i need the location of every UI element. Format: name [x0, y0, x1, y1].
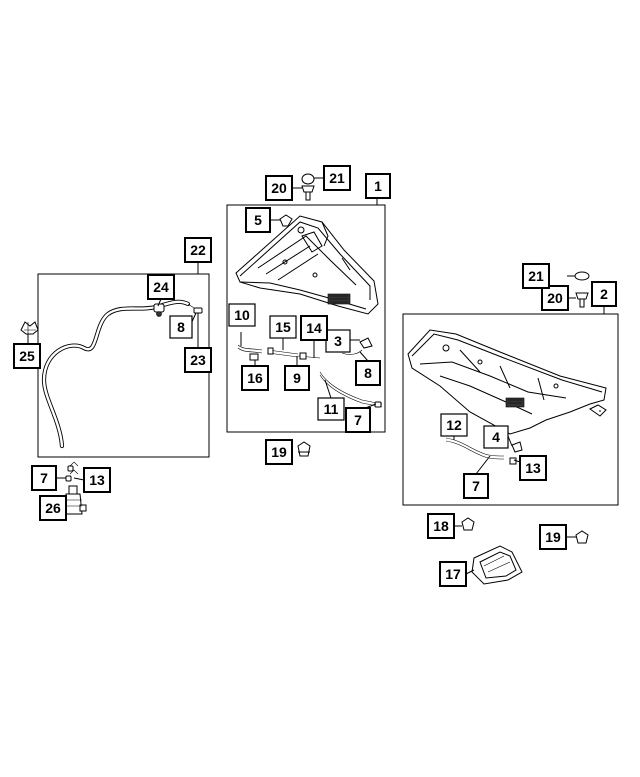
callout-23-label: 23: [190, 352, 206, 368]
hose-connector-small: [193, 307, 203, 314]
callout-13-right-label: 13: [525, 460, 541, 476]
callout-10-label: 10: [234, 307, 250, 323]
cap-21a: [301, 173, 315, 185]
callout-15: 15: [269, 315, 297, 339]
callout-2-label: 2: [600, 286, 608, 302]
callout-12: 12: [440, 413, 468, 437]
callout-16: 16: [241, 365, 269, 391]
callout-14: 14: [300, 315, 328, 341]
jet-4: [511, 441, 523, 453]
callout-25: 25: [13, 343, 41, 369]
callout-7-right: 7: [463, 473, 489, 499]
push-pin-19a: [297, 441, 311, 457]
retainer-clip-25: [20, 321, 39, 335]
callout-21-center-label: 21: [329, 170, 345, 186]
callout-1: 1: [365, 173, 391, 199]
callout-11-label: 11: [324, 401, 339, 417]
callout-21-right: 21: [522, 263, 550, 289]
push-pin-19b: [575, 530, 589, 544]
callout-25-label: 25: [19, 348, 35, 364]
hose-15: [267, 347, 299, 358]
callout-24: 24: [147, 274, 175, 300]
jet-3: [359, 337, 373, 349]
cowl-panel-left: [235, 215, 379, 315]
callout-13-right: 13: [519, 455, 547, 481]
callout-20-right-label: 20: [547, 290, 563, 306]
pump-seal: [69, 461, 79, 475]
callout-26: 26: [39, 495, 67, 521]
callout-2: 2: [591, 281, 617, 307]
callout-23: 23: [184, 347, 212, 373]
bolt-20b: [575, 292, 589, 308]
callout-21-center: 21: [323, 165, 351, 191]
callout-17: 17: [439, 561, 467, 587]
callout-16-label: 16: [247, 370, 263, 386]
pump-grommet: [65, 465, 74, 482]
nozzle-14: [297, 352, 321, 360]
seal-frame-17: [471, 545, 523, 585]
callout-18-label: 18: [433, 518, 449, 534]
callout-22: 22: [184, 237, 212, 263]
callout-7-left: 7: [31, 465, 57, 491]
hose-12: [445, 437, 505, 460]
callout-19-right-label: 19: [545, 529, 561, 545]
callout-7-left-label: 7: [40, 470, 48, 486]
connector-16: [249, 353, 259, 361]
callout-26-label: 26: [45, 500, 61, 516]
hose-11: [319, 371, 383, 408]
callout-7-right-label: 7: [472, 478, 480, 494]
callout-20-right: 20: [541, 285, 569, 311]
clip-6: [589, 404, 607, 417]
callout-18: 18: [427, 513, 455, 539]
callout-8-left-label: 8: [177, 319, 185, 335]
group-frame-right: [402, 313, 619, 506]
callout-5-label: 5: [254, 212, 262, 228]
callout-4-label: 4: [492, 429, 500, 445]
callout-20-center: 20: [265, 175, 293, 201]
group-frame-center: [226, 204, 386, 433]
callout-24-label: 24: [153, 279, 169, 295]
hose-clip: [153, 303, 165, 317]
callout-8-center: 8: [355, 360, 381, 386]
callout-17-label: 17: [445, 566, 461, 582]
connector-13b: [509, 457, 517, 465]
hose-10: [237, 344, 263, 354]
callout-11: 11: [317, 397, 345, 421]
callout-8-center-label: 8: [364, 365, 372, 381]
callout-4: 4: [483, 425, 509, 449]
callout-8-left: 8: [169, 315, 193, 339]
callout-21-right-label: 21: [528, 268, 544, 284]
callout-3-label: 3: [334, 333, 342, 349]
callout-19-right: 19: [539, 524, 567, 550]
callout-7-center: 7: [345, 407, 371, 433]
callout-12-label: 12: [446, 417, 462, 433]
callout-19-center-label: 19: [271, 444, 287, 460]
callout-14-label: 14: [306, 320, 322, 336]
callout-10: 10: [228, 303, 256, 327]
cap-21b: [574, 271, 590, 281]
callout-13-left: 13: [83, 467, 111, 493]
callout-9-label: 9: [293, 370, 301, 386]
push-pin-18: [461, 517, 475, 531]
callout-15-label: 15: [275, 319, 291, 335]
callout-7-center-label: 7: [354, 412, 362, 428]
callout-9: 9: [284, 365, 310, 391]
callout-3: 3: [325, 329, 351, 353]
callout-20-center-label: 20: [271, 180, 287, 196]
callout-13-left-label: 13: [89, 472, 105, 488]
clip-5: [279, 214, 293, 227]
callout-1-label: 1: [374, 178, 382, 194]
cowl-panel-right: [407, 329, 607, 435]
callout-19-center: 19: [265, 439, 293, 465]
callout-22-label: 22: [190, 242, 206, 258]
nozzle-8b: [341, 349, 363, 355]
callout-5: 5: [245, 207, 271, 233]
washer-pump: [63, 485, 87, 515]
bolt-20a: [301, 185, 315, 201]
